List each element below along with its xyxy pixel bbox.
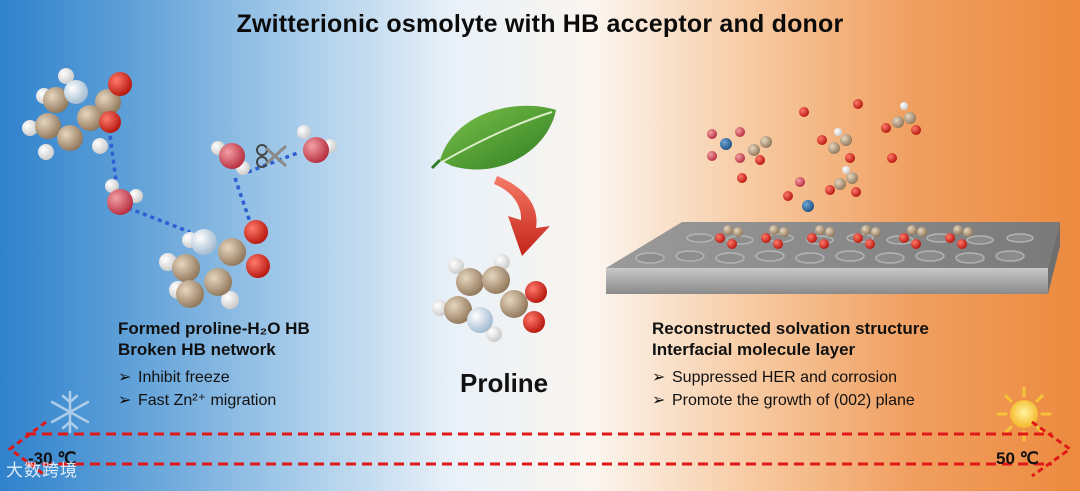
proline-molecule-bottom [159, 220, 270, 309]
scissors-icon [256, 144, 288, 168]
left-bullet-migration-text: Fast Zn²⁺ migration [138, 392, 277, 409]
watermark: 大数跨境 [6, 461, 78, 480]
proline-label: Proline [460, 368, 549, 398]
proline-molecule-center [432, 254, 547, 342]
snowflake-icon [50, 390, 90, 434]
left-bullet-freeze-text: Inhibit freeze [138, 369, 230, 386]
right-bullet-her: ➢ Suppressed HER and corrosion [652, 368, 897, 388]
sun-icon [996, 386, 1052, 442]
left-bullet-migration: ➢ Fast Zn²⁺ migration [118, 391, 276, 411]
interfacial-molecule-layer [715, 225, 973, 249]
hydrogen-bond-lines [106, 119, 301, 234]
bullet-marker: ➢ [118, 392, 132, 409]
water-zinc-pair [783, 177, 814, 212]
right-bullet-growth: ➢ Promote the growth of (002) plane [652, 391, 915, 411]
solvation-shell-1 [707, 127, 772, 165]
right-heading-interfacial: Interfacial molecule layer [652, 340, 856, 359]
bullet-marker: ➢ [652, 369, 666, 386]
right-bullet-growth-text: Promote the growth of (002) plane [672, 392, 915, 409]
solvation-cluster [707, 99, 921, 212]
right-heading-solvation: Reconstructed solvation structure [652, 319, 929, 338]
curved-arrow-icon [494, 176, 550, 256]
temperature-high-label: 50 ℃ [996, 449, 1039, 468]
figure-title: Zwitterionic osmolyte with HB acceptor a… [236, 10, 844, 38]
left-bullet-freeze: ➢ Inhibit freeze [118, 368, 230, 388]
bullet-marker: ➢ [118, 369, 132, 386]
solvation-shell-4 [825, 166, 861, 197]
solvation-shell-3 [881, 102, 921, 135]
temperature-range-arrow [26, 432, 1052, 466]
temperature-low-label: -30 ℃ [28, 449, 77, 468]
leaf-icon [430, 105, 556, 170]
temperature-arrow-heads [7, 420, 1073, 478]
left-heading-network: Broken HB network [118, 340, 276, 359]
water-molecule-upper [211, 141, 250, 175]
hydrogen-bond-network [22, 68, 337, 309]
proline-molecule-top-left [22, 68, 132, 160]
water-molecule-left [105, 179, 143, 215]
left-heading-hb: Formed proline-H₂O HB [118, 319, 310, 338]
bullet-marker: ➢ [652, 392, 666, 409]
right-bullet-her-text: Suppressed HER and corrosion [672, 369, 898, 386]
water-molecule-right [297, 125, 337, 163]
solvation-shell-2 [817, 128, 855, 163]
